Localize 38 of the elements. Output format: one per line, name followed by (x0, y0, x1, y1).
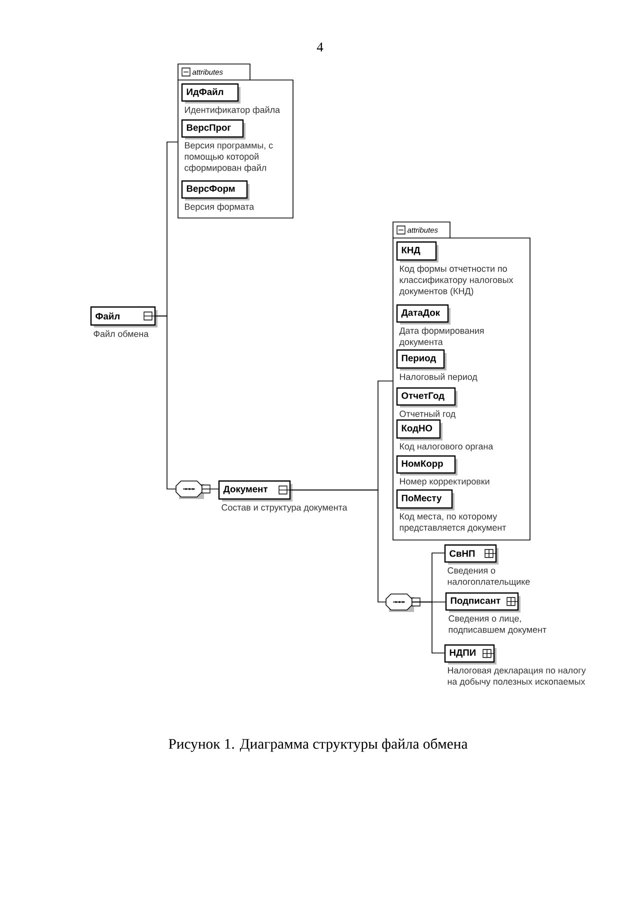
description-text: Отчетный год (400, 410, 456, 419)
description-text: Код места, по которому представляется документ (400, 513, 506, 532)
sequence-symbol (176, 480, 210, 499)
element-box: ДатаДок (396, 304, 450, 324)
element-box: ВерсФорм (181, 180, 250, 200)
description-text: Версия программы, с помощью которой сформирован файл (184, 142, 273, 173)
description-text: Налоговая декларация по налогу на добычу полезных ископаемых (448, 667, 586, 686)
element-box: СвНП (444, 544, 498, 564)
element-box: Подписант (445, 592, 520, 612)
caption: Рисунок 1. Диаграмма структуры файла обмена (168, 738, 468, 752)
description-text: Файл обмена (94, 330, 149, 337)
element-box: ПоМесту (396, 489, 454, 510)
element-box: Файл (90, 306, 158, 328)
page-number: 4 (316, 42, 324, 52)
element-box: ОтчетГод (396, 387, 458, 408)
description-text: Дата формирования документа (399, 327, 484, 347)
element-box: КНД (396, 241, 438, 262)
element-box: НДПИ (444, 644, 496, 664)
description-text: Налоговый период (400, 373, 478, 382)
element-box: ИдФайл (181, 83, 240, 104)
element-box: Документ (218, 480, 292, 502)
element-box: ВерсПрог (181, 119, 246, 140)
description-text: Идентификатор файла (185, 106, 280, 115)
description-text: Сведения о лице, подписавшем документ (448, 615, 546, 635)
element-box: КодНО (396, 419, 442, 440)
description-text: Номер корректировки (400, 478, 490, 486)
element-box: НомКорр (396, 455, 458, 476)
element-box: Период (396, 349, 446, 370)
description-text: Сведения о налогоплательщике (448, 567, 530, 586)
sequence-symbol (386, 594, 420, 612)
connector-line (155, 316, 176, 490)
connector-line (412, 602, 445, 654)
connector-line (290, 490, 386, 602)
description-text: Код налогового органа (400, 443, 494, 452)
connector-line (202, 488, 219, 490)
description-text: Код формы отчетности по классификатору налоговых документов (КНД) (399, 265, 514, 296)
description-text: Версия формата (185, 203, 254, 212)
description-text: Состав и структура документа (222, 504, 348, 512)
